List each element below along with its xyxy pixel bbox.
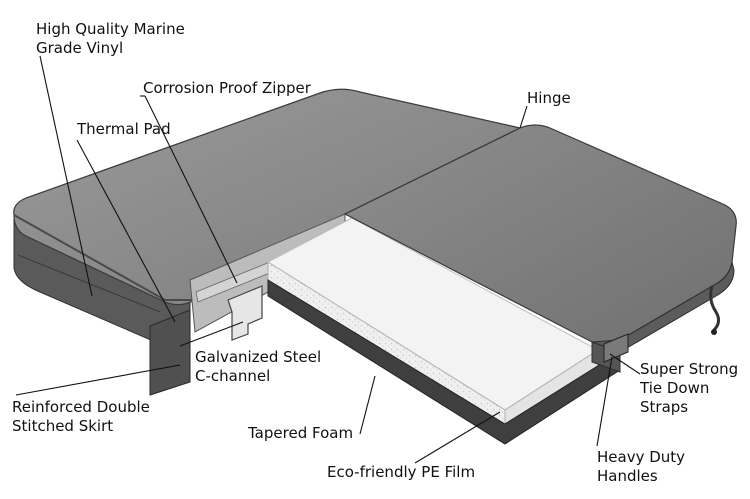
label-thermal-pad: Thermal Pad <box>77 120 171 138</box>
label-tie-down-straps: Super Strong Tie Down Straps <box>640 360 739 416</box>
label-skirt: Reinforced Double Stitched Skirt <box>12 398 150 435</box>
label-marine-vinyl: High Quality Marine Grade Vinyl <box>36 20 185 57</box>
label-zipper: Corrosion Proof Zipper <box>143 79 311 97</box>
left-lid-rim <box>13 214 195 301</box>
label-pe-film: Eco-friendly PE Film <box>327 463 476 481</box>
handle-icon <box>603 333 629 363</box>
label-tapered-foam: Tapered Foam <box>248 424 354 442</box>
leader-lines <box>15 55 641 464</box>
label-hinge: Hinge <box>527 89 571 107</box>
tie-down-strap-icon <box>709 285 721 332</box>
label-handles: Heavy Duty Handles <box>597 448 686 485</box>
c-channel-shape <box>227 285 263 341</box>
label-c-channel: Galvanized Steel C-channel <box>195 348 322 385</box>
skirt-flap <box>149 309 191 396</box>
